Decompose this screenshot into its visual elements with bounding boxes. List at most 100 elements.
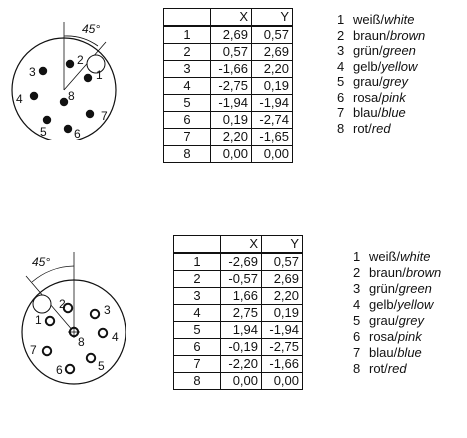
legend-num: 4 xyxy=(353,297,361,312)
pin-label-8: 8 xyxy=(78,335,85,349)
legend-en: grey xyxy=(398,313,424,328)
legend-en: pink xyxy=(381,89,406,105)
socket-6 xyxy=(64,363,76,375)
legend-en: red xyxy=(371,120,391,136)
pin-label-7: 7 xyxy=(101,109,108,123)
table-row: 8 0,00 0,00 xyxy=(163,145,293,163)
table-cell-x: 0,57 xyxy=(210,43,252,61)
table-cell-x: 2,75 xyxy=(220,304,262,322)
pin-8 xyxy=(59,97,69,107)
coding-key xyxy=(86,54,106,74)
pin-label-1: 1 xyxy=(96,68,103,82)
angle-label: 45° xyxy=(82,22,100,36)
table-cell-pin: 8 xyxy=(163,145,211,163)
connector-body xyxy=(21,279,126,385)
pin-label-1: 1 xyxy=(35,313,42,327)
legend-de: grau xyxy=(353,74,380,89)
legend-de: rosa xyxy=(369,329,395,344)
table-header-x: X xyxy=(220,235,262,254)
legend-num: 4 xyxy=(337,58,345,74)
legend-num: 2 xyxy=(353,265,361,280)
pin-label-4: 4 xyxy=(16,92,23,106)
socket-1 xyxy=(44,315,56,327)
legend-de: weiß xyxy=(353,12,381,27)
table-row: 2 -0,57 2,69 xyxy=(173,270,303,288)
table-cell-x: 1,94 xyxy=(220,321,262,339)
legend-num: 2 xyxy=(337,27,345,43)
legend-de: rot xyxy=(353,120,369,136)
table-row: 6 -0,19 -2,75 xyxy=(173,338,303,356)
table-cell-y: -1,94 xyxy=(251,94,293,112)
table-row: 4 2,75 0,19 xyxy=(173,304,303,322)
table-cell-y: 0,00 xyxy=(261,372,303,390)
table-cell-pin: 3 xyxy=(173,287,221,305)
pin-label-4: 4 xyxy=(112,330,119,344)
pin-5 xyxy=(42,115,52,125)
table-row: 8 0,00 0,00 xyxy=(173,372,303,390)
pin-label-3: 3 xyxy=(104,303,111,317)
table-cell-pin: 7 xyxy=(163,128,211,146)
pin-3 xyxy=(38,66,48,76)
angle-arc xyxy=(31,265,75,283)
table-cell-pin: 5 xyxy=(163,94,211,112)
table-row: 3 1,66 2,20 xyxy=(173,287,303,305)
table-cell-y: 2,20 xyxy=(251,60,293,78)
table-cell-x: 2,20 xyxy=(210,128,252,146)
legend-en: pink xyxy=(397,329,422,344)
legend-en: green xyxy=(398,281,432,296)
table-cell-x: 2,69 xyxy=(210,25,252,44)
table-cell-pin: 1 xyxy=(173,252,221,271)
angle-label: 45° xyxy=(32,255,50,269)
table-cell-pin: 7 xyxy=(173,355,221,373)
legend-de: gelb xyxy=(369,297,394,312)
table-cell-y: 2,69 xyxy=(251,43,293,61)
pin-label-6: 6 xyxy=(56,363,63,377)
socket-2 xyxy=(62,302,74,314)
legend-de: weiß xyxy=(369,249,397,264)
table-cell-y: 0,19 xyxy=(251,77,293,95)
legend-en: brown xyxy=(389,27,426,43)
pin-coordinate-table-male: X Y 1 2,69 0,57 2 0,57 2,69 3 -1,66 2,20… xyxy=(163,8,293,163)
socket-7 xyxy=(41,345,53,357)
table-cell-pin: 6 xyxy=(163,111,211,129)
angle-line xyxy=(63,41,107,91)
legend-num: 7 xyxy=(353,345,361,360)
legend-en: blue xyxy=(381,105,406,120)
legend-en: white xyxy=(400,249,431,264)
legend-de: braun xyxy=(369,265,403,280)
table-row: 5 1,94 -1,94 xyxy=(173,321,303,339)
socket-5 xyxy=(85,352,97,364)
table-row: 4 -2,75 0,19 xyxy=(163,77,293,95)
pin-label-2: 2 xyxy=(77,53,84,67)
pin-label-8: 8 xyxy=(68,89,75,103)
legend-de: grün xyxy=(369,281,396,296)
pin-2 xyxy=(65,59,75,69)
legend-en: white xyxy=(384,12,415,27)
pin-label-3: 3 xyxy=(29,65,36,79)
table-header-y: Y xyxy=(261,235,303,254)
legend-num: 6 xyxy=(353,329,361,344)
table-cell-x: 0,19 xyxy=(210,111,252,129)
table-cell-x: 0,00 xyxy=(210,145,252,163)
table-header-x: X xyxy=(210,8,252,27)
legend-num: 1 xyxy=(337,12,345,27)
table-cell-x: -0,57 xyxy=(220,270,262,288)
table-cell-x: 1,66 xyxy=(220,287,262,305)
table-row: 1 2,69 0,57 xyxy=(163,25,293,44)
table-cell-x: -2,75 xyxy=(210,77,252,95)
pin-6 xyxy=(63,124,73,134)
legend-de: blau xyxy=(353,105,378,120)
table-row: 2 0,57 2,69 xyxy=(163,43,293,61)
legend-en: grey xyxy=(382,74,408,89)
table-header-pin xyxy=(163,8,211,27)
legend-en: yellow xyxy=(397,297,434,312)
